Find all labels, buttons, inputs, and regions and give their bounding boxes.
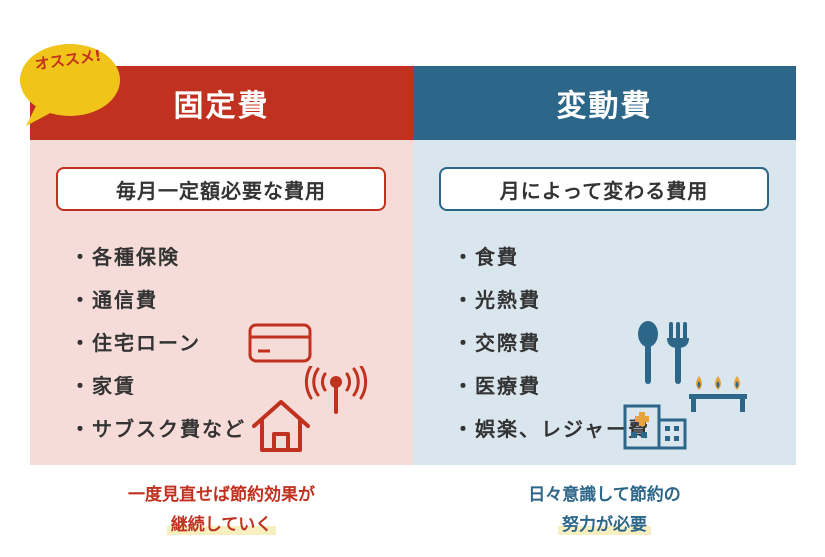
recommend-badge xyxy=(20,44,120,126)
variable-cost-title: 変動費 xyxy=(413,66,796,140)
fixed-cost-body: 毎月一定額必要な費用 各種保険 通信費 住宅ローン 家賃 サブスク費など xyxy=(30,140,413,465)
list-item: 食費 xyxy=(453,236,650,279)
list-item: 光熱費 xyxy=(453,279,650,322)
fixed-cost-list: 各種保険 通信費 住宅ローン 家賃 サブスク費など xyxy=(70,236,246,451)
variable-cost-list: 食費 光熱費 交際費 医療費 娯楽、レジャー費 xyxy=(453,236,650,451)
list-item: 交際費 xyxy=(453,322,650,365)
signal-icon xyxy=(304,366,368,414)
variable-cost-panel: 変動費 月によって変わる費用 食費 光熱費 交際費 医療費 娯楽、レジャー費 xyxy=(413,66,796,465)
list-item: 娯楽、レジャー費 xyxy=(453,408,650,451)
footer-line: 一度見直せば節約効果が xyxy=(128,485,315,505)
variable-cost-body: 月によって変わる費用 食費 光熱費 交際費 医療費 娯楽、レジャー費 xyxy=(413,140,796,465)
list-item: 家賃 xyxy=(70,365,246,408)
list-item: 各種保険 xyxy=(70,236,246,279)
variable-cost-footer: 日々意識して節約の 努力が必要 xyxy=(413,480,796,540)
fork-spoon-icon xyxy=(638,321,689,384)
hospital-icon xyxy=(623,404,687,450)
fixed-cost-footer: 一度見直せば節約効果が 継続していく xyxy=(30,480,413,540)
house-icon xyxy=(252,400,310,452)
list-item: サブスク費など xyxy=(70,408,246,451)
fixed-cost-panel: 固定費 毎月一定額必要な費用 各種保険 通信費 住宅ローン 家賃 サブスク費など xyxy=(30,66,413,465)
gas-stove-icon xyxy=(689,376,747,412)
variable-cost-subtitle: 月によって変わる費用 xyxy=(439,167,769,211)
footer-line: 日々意識して節約の xyxy=(528,485,681,505)
card-icon xyxy=(248,323,312,363)
list-item: 医療費 xyxy=(453,365,650,408)
fixed-cost-subtitle: 毎月一定額必要な費用 xyxy=(56,167,386,211)
list-item: 住宅ローン xyxy=(70,322,246,365)
footer-highlight: 継続していく xyxy=(166,515,277,535)
list-item: 通信費 xyxy=(70,279,246,322)
footer-highlight: 努力が必要 xyxy=(558,515,651,535)
